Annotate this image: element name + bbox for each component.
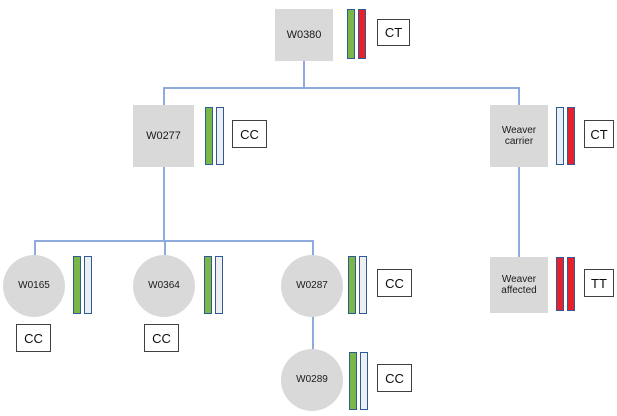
node-weaver-affected[interactable]: Weaver affected	[490, 257, 548, 313]
haplotype-bars-w0277	[205, 107, 224, 165]
node-w0165[interactable]: W0165	[3, 255, 65, 317]
connector-w0380-stem-down	[303, 61, 305, 88]
node-label-weaver-carrier: Weaver carrier	[501, 124, 537, 148]
haplotype-bar-red-2	[567, 257, 575, 311]
genotype-label-w0289: CC	[385, 370, 404, 386]
node-label-w0364: W0364	[148, 280, 180, 292]
genotype-box-w0165[interactable]: CC	[16, 324, 51, 352]
haplotype-bar-green-1	[347, 9, 355, 59]
haplotype-bars-w0364	[204, 256, 223, 314]
genotype-label-w0287: CC	[385, 275, 404, 291]
haplotype-bars-w0165	[73, 256, 92, 314]
genotype-box-w0289[interactable]: CC	[377, 364, 412, 392]
haplotype-bars-weaver-carrier	[556, 107, 575, 165]
connector-w0287-to-w0289-stem	[312, 317, 314, 350]
haplotype-bar-blank-2	[216, 107, 224, 165]
node-label-w0287: W0287	[296, 280, 328, 292]
haplotype-bar-red-2	[567, 107, 575, 165]
haplotype-bar-blank-2	[84, 256, 92, 314]
node-w0287[interactable]: W0287	[281, 255, 343, 317]
haplotype-bar-green-1	[73, 256, 81, 314]
node-w0277[interactable]: W0277	[133, 105, 194, 167]
node-label-w0289: W0289	[296, 374, 328, 386]
genotype-box-w0277[interactable]: CC	[232, 120, 267, 148]
genotype-label-w0277: CC	[240, 126, 259, 142]
genotype-box-w0287[interactable]: CC	[377, 269, 412, 297]
haplotype-bars-w0287	[348, 256, 367, 314]
genotype-box-weaver-carrier[interactable]: CT	[584, 120, 614, 148]
connector-weaver-carrier-stem	[518, 167, 520, 258]
connector-gen2-to-gen3-sibline	[34, 240, 313, 242]
haplotype-bar-green-1	[349, 352, 357, 410]
haplotype-bar-blank-2	[360, 352, 368, 410]
haplotype-bars-weaver-affected	[556, 257, 575, 311]
haplotype-bar-green-1	[205, 107, 213, 165]
genotype-box-weaver-affected[interactable]: TT	[584, 269, 614, 297]
connector-w0277-stem-down	[163, 167, 165, 240]
haplotype-bars-w0380	[347, 9, 366, 59]
haplotype-bar-blank-2	[359, 256, 367, 314]
haplotype-bar-red-1	[556, 257, 564, 311]
haplotype-bar-green-1	[348, 256, 356, 314]
haplotype-bars-w0289	[349, 352, 368, 410]
node-label-w0380: W0380	[286, 28, 322, 41]
node-w0380[interactable]: W0380	[275, 9, 333, 61]
genotype-label-weaver-carrier: CT	[590, 126, 608, 142]
node-label-w0277: W0277	[146, 129, 181, 142]
connector-drop-to-w0277	[163, 87, 165, 106]
genotype-label-weaver-affected: TT	[591, 275, 607, 291]
genotype-label-w0364: CC	[152, 330, 171, 346]
connector-drop-to-w0364	[164, 240, 166, 256]
node-label-w0165: W0165	[18, 280, 50, 292]
haplotype-bar-red-2	[358, 9, 366, 59]
haplotype-bar-blank-1	[556, 107, 564, 165]
haplotype-bar-blank-2	[215, 256, 223, 314]
genotype-box-w0380[interactable]: CT	[377, 19, 410, 46]
genotype-label-w0380: CT	[384, 25, 403, 40]
connector-drop-to-w0287	[312, 240, 314, 256]
connector-gen1-to-gen2-sibline	[163, 87, 519, 89]
genotype-label-w0165: CC	[24, 330, 43, 346]
node-label-weaver-affected: Weaver affected	[501, 273, 537, 297]
node-w0364[interactable]: W0364	[133, 255, 195, 317]
genotype-box-w0364[interactable]: CC	[144, 324, 179, 352]
node-weaver-carrier[interactable]: Weaver carrier	[490, 105, 548, 167]
connector-drop-to-w0165	[34, 240, 36, 256]
connector-drop-to-weaver-carrier	[518, 87, 520, 106]
haplotype-bar-green-1	[204, 256, 212, 314]
node-w0289[interactable]: W0289	[281, 349, 343, 411]
